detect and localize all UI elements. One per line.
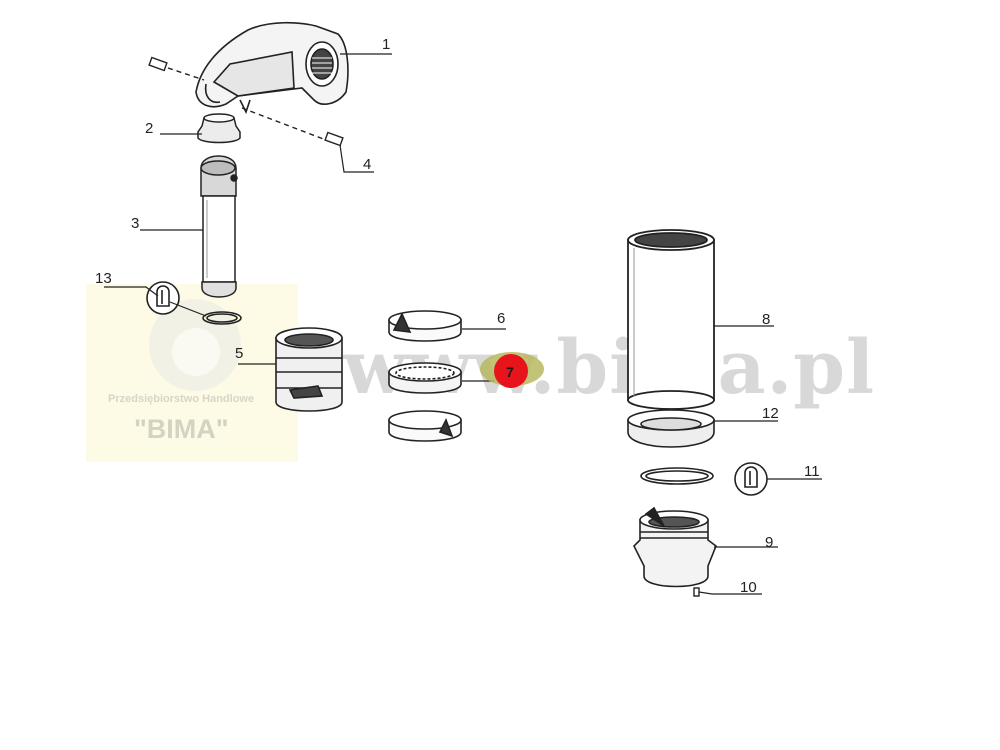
- part-11-valve: [734, 462, 768, 496]
- watermark-company-line: Przedsiębiorstwo Handlowe: [108, 393, 254, 405]
- part-3-piston: [200, 155, 238, 298]
- badge-fill: [494, 354, 528, 388]
- part-1-pins: [148, 56, 327, 141]
- watermark-logo-inner: [172, 328, 220, 376]
- part-13-valve: [146, 281, 242, 325]
- callout-1: 1: [382, 36, 390, 53]
- part-9-base: [633, 506, 717, 588]
- callout-4: 4: [363, 156, 371, 173]
- part-4-pin: [324, 131, 344, 147]
- part-8-tube: [627, 229, 715, 410]
- callout-7: 7: [506, 364, 514, 380]
- part-2-cap: [197, 113, 241, 144]
- callout-12: 12: [762, 405, 779, 422]
- part-7-lower-ring: [388, 410, 462, 442]
- part-5-sleeve: [275, 327, 343, 412]
- part-7-threaded-ring: [388, 362, 462, 394]
- callout-11: 11: [804, 463, 820, 480]
- watermark-company-name: "BIMA": [134, 414, 229, 444]
- part-12-seal: [627, 409, 715, 448]
- part-7-highlight-badge[interactable]: 7: [480, 352, 544, 388]
- callout-9: 9: [765, 534, 773, 551]
- watermark: Przedsiębiorstwo Handlowe "BIMA" www.bim…: [86, 284, 874, 462]
- callout-6: 6: [497, 310, 505, 327]
- part-10-screw: [693, 587, 700, 597]
- callout-3: 3: [131, 215, 139, 232]
- leader-lines: [104, 53, 822, 595]
- callout-10: 10: [740, 579, 757, 596]
- callout-13: 13: [95, 270, 112, 287]
- callout-8: 8: [762, 311, 770, 328]
- callout-5: 5: [235, 345, 243, 362]
- callout-2: 2: [145, 120, 153, 137]
- part-1-head: [195, 21, 349, 115]
- part-11-oring: [640, 467, 714, 485]
- part-6-ring: [388, 310, 462, 342]
- callout-labels: 1 2 4 3 13 5 6 8 12 11 9 10: [95, 36, 820, 596]
